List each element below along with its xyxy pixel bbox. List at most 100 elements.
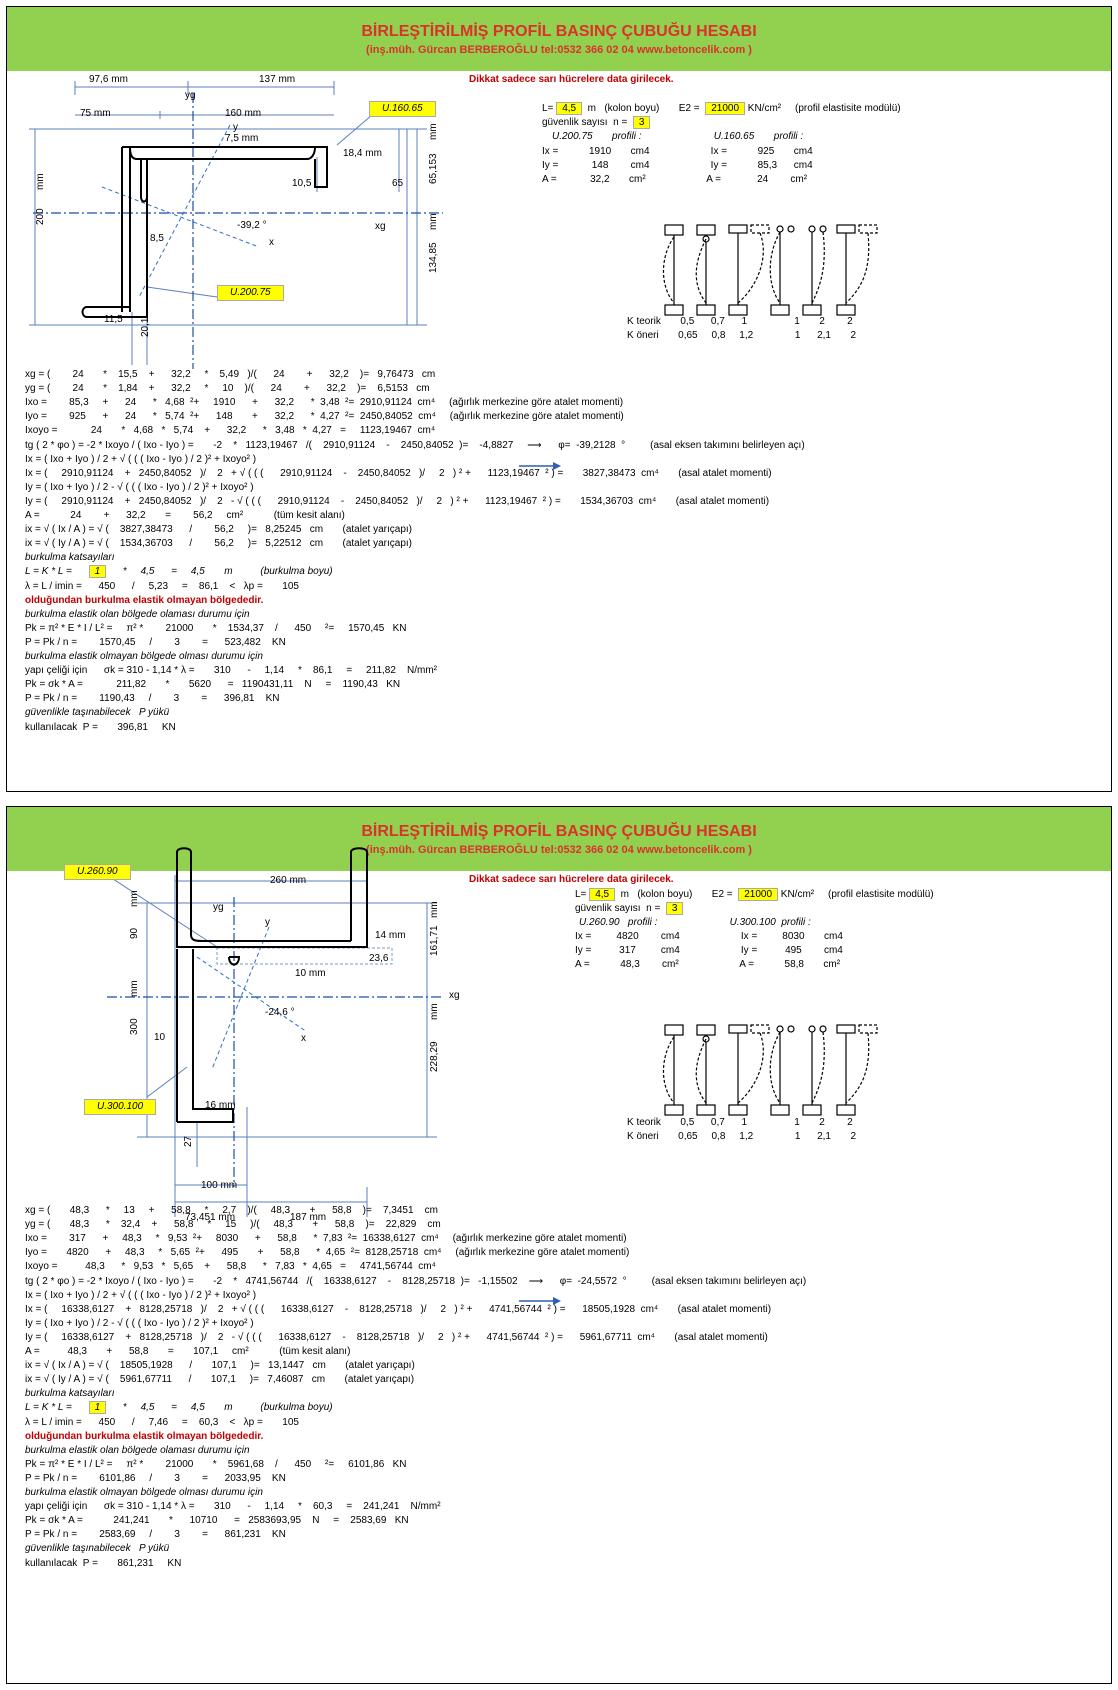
calc-line: Iyo = 925 + 24 * 5,74 ²+ 148 + 32,2 * 4,… (25, 411, 624, 423)
profile-tag: U.300.100 (84, 1099, 157, 1115)
calc-line: Ixoyo = 48,3 * 9,53 * 5,65 + 58,8 * 7,83… (25, 1261, 436, 1273)
calc-line: Pk = σk * A = 241,241 * 10710 = 2583693,… (25, 1515, 409, 1527)
calc-line: Ixo = 85,3 + 24 * 4,68 ²+ 1910 + 32,2 * … (25, 397, 624, 409)
dimension-label: 137 mm (259, 74, 296, 85)
dimension-label: 14 mm (375, 930, 406, 941)
calc-line: ix = √ ( Iy / A ) = √ ( 5961,67711 / 107… (25, 1374, 415, 1386)
dimension-label: 75 mm (80, 108, 111, 119)
calc-line: P = Pk / n = 6101,86 / 3 = 2033,95 KN (25, 1472, 286, 1484)
input-cell[interactable]: 3 (665, 902, 684, 915)
calc-line: kullanılacak P = 396,81 KN (25, 721, 176, 733)
input-cell[interactable]: 4,5 (556, 102, 583, 115)
dimension-label: y (265, 917, 270, 928)
input-cell[interactable]: 3 (632, 116, 651, 129)
calc-line: yapı çeliği için σk = 310 - 1,14 * λ = 3… (25, 1501, 441, 1513)
dimension-label: -24,6 ° (265, 1007, 295, 1018)
dimension-label: xg (375, 221, 386, 232)
dimension-label: 7,5 mm (225, 133, 259, 144)
calc-line: L = K * L = 1 * 4,5 = 4,5 m (burkulma bo… (25, 565, 333, 579)
vertical-dimension-label: 65,153 (428, 153, 439, 184)
calc-line: A = 24 + 32,2 = 56,2 cm² (tüm kesit alan… (25, 510, 345, 521)
calc-line: xg = ( 24 * 15,5 + 32,2 * 5,49 )/( 24 + … (25, 369, 436, 380)
input-cell[interactable]: 1 (88, 1401, 107, 1415)
vertical-dimension-label: 228,29 (429, 1041, 440, 1072)
input-parameter-line: güvenlik sayısı n = 3 (542, 116, 651, 129)
calc-line: λ = L / imin = 450 / 7,46 = 60,3 < λp = … (25, 1416, 299, 1428)
input-parameter-line: A = 48,3 cm² A = 58,8 cm² (575, 959, 841, 970)
sheet-header: BİRLEŞTİRİLMİŞ PROFİL BASINÇ ÇUBUĞU HESA… (7, 7, 1111, 71)
dimension-label: 23,6 (369, 953, 389, 964)
dimension-label: 260 mm (270, 875, 307, 886)
calc-line: olduğundan burkulma elastik olmayan bölg… (25, 1430, 264, 1442)
section-drawing-2 (106, 847, 878, 1305)
vertical-dimension-label: 27 (183, 1135, 194, 1147)
calc-line: burkulma elastik olan bölgede olaması du… (25, 608, 250, 620)
input-parameter-line: U.260.90 profili : U.300.100 profili : (579, 917, 811, 928)
input-cell[interactable]: 4,5 (589, 888, 616, 901)
dimension-label: 11,5 (104, 314, 123, 325)
dimension-label: 100 mm (201, 1180, 238, 1191)
calc-line: yapı çeliği için σk = 310 - 1,14 * λ = 3… (25, 665, 438, 677)
calc-line: yg = ( 24 * 1,84 + 32,2 * 10 )/( 24 + 32… (25, 383, 430, 395)
dimension-label: x (301, 1033, 306, 1044)
calc-line: λ = L / imin = 450 / 5,23 = 86,1 < λp = … (25, 580, 299, 592)
dimension-label: 10 mm (295, 968, 326, 979)
notice-text: Dikkat sadece sarı hücrelere data girile… (469, 874, 674, 885)
calc-line: Ix = ( Ixo + Iyo ) / 2 + √ ( ( ( Ixo - I… (25, 1289, 257, 1301)
calc-line: Iy = ( 16338,6127 + 8128,25718 )/ 2 - √ … (25, 1331, 768, 1343)
sheet-subtitle: (inş.müh. Gürcan BERBEROĞLU tel:0532 366… (366, 44, 752, 56)
calc-line: Ixo = 317 + 48,3 * 9,53 ²+ 8030 + 58,8 *… (25, 1233, 627, 1245)
vertical-dimension-label: 134,85 (428, 242, 439, 273)
input-cell[interactable]: 21000 (738, 888, 779, 901)
calc-line: A = 48,3 + 58,8 = 107,1 cm² (tüm kesit a… (25, 1346, 351, 1357)
calc-line: P = Pk / n = 1190,43 / 3 = 396,81 KN (25, 693, 280, 705)
dimension-label: x (269, 237, 274, 248)
input-parameter-line: U.200.75 profili : U.160.65 profili : (552, 131, 804, 142)
dimension-label: 160 mm (225, 108, 262, 119)
input-parameter-line: K teorik 0,5 0,7 1 1 2 2 (627, 316, 853, 327)
calc-line: P = Pk / n = 2583,69 / 3 = 861,231 KN (25, 1529, 286, 1541)
calc-line: P = Pk / n = 1570,45 / 3 = 523,482 KN (25, 636, 286, 648)
calc-line: güvenlikle taşınabilecek P yükü (25, 707, 170, 719)
input-parameter-line: L= 4,5 m (kolon boyu) E2 = 21000 KN/cm² … (542, 102, 901, 115)
calc-line: Ixoyo = 24 * 4,68 * 5,74 + 32,2 * 3,48 *… (25, 425, 436, 437)
sheet-subtitle: (inş.müh. Gürcan BERBEROĞLU tel:0532 366… (366, 844, 752, 856)
vertical-dimension-label: 161,71 (429, 925, 440, 956)
vertical-dimension-label: mm (129, 980, 140, 997)
input-parameter-line: L= 4,5 m (kolon boyu) E2 = 21000 KN/cm² … (575, 888, 934, 901)
vertical-dimension-label: mm (428, 213, 439, 230)
calc-line: Pk = π² * E * I / L² = π² * 21000 * 5961… (25, 1458, 407, 1470)
input-parameter-line: A = 32,2 cm² A = 24 cm² (542, 174, 808, 185)
calc-line: burkulma katsayıları (25, 552, 115, 564)
calc-line: yg = ( 48,3 * 32,4 + 58,8 * 15 )/( 48,3 … (25, 1219, 441, 1231)
calc-line: ix = √ ( Ix / A ) = √ ( 3827,38473 / 56,… (25, 524, 412, 536)
calc-line: burkulma elastik olmayan bölgede olması … (25, 651, 263, 662)
dimension-label: 97,6 mm (89, 74, 128, 85)
input-cell[interactable]: 21000 (705, 102, 746, 115)
notice-text: Dikkat sadece sarı hücrelere data girile… (469, 74, 674, 85)
calc-line: ix = √ ( Iy / A ) = √ ( 1534,36703 / 56,… (25, 538, 412, 550)
calc-line: Pk = σk * A = 211,82 * 5620 = 1190431,11… (25, 679, 401, 691)
dimension-label: 10 (154, 1032, 166, 1043)
dimension-label: 18,4 mm (343, 148, 382, 159)
vertical-dimension-label: 90 (129, 927, 140, 939)
vertical-dimension-label: mm (129, 890, 140, 907)
calc-line: güvenlikle taşınabilecek P yükü (25, 1543, 170, 1555)
calc-line: Ix = ( 16338,6127 + 8128,25718 )/ 2 + √ … (25, 1303, 772, 1315)
profile-tag: U.200.75 (217, 285, 284, 301)
calculation-sheet-1: BİRLEŞTİRİLMİŞ PROFİL BASINÇ ÇUBUĞU HESA… (6, 6, 1112, 792)
calc-line: kullanılacak P = 861,231 KN (25, 1557, 182, 1569)
dimension-label: -39,2 ° (237, 220, 267, 231)
dimension-label: 65 (392, 178, 404, 189)
calc-line: tg ( 2 * φo ) = -2 * Ixoyo / ( Ixo - Iyo… (25, 439, 805, 451)
section-drawing-1 (29, 81, 878, 470)
calc-line: tg ( 2 * φo ) = -2 * Ixoyo / ( Ixo - Iyo… (25, 1275, 807, 1287)
calc-line: Ix = ( 2910,91124 + 2450,84052 )/ 2 + √ … (25, 467, 772, 479)
dimension-label: yg (213, 902, 224, 913)
dimension-label: 8,5 (150, 233, 164, 244)
calc-line: Pk = π² * E * I / L² = π² * 21000 * 1534… (25, 622, 407, 634)
calc-line: Iy = ( 2910,91124 + 2450,84052 )/ 2 - √ … (25, 495, 770, 507)
calculation-sheet-2: BİRLEŞTİRİLMİŞ PROFİL BASINÇ ÇUBUĞU HESA… (6, 806, 1112, 1684)
input-cell[interactable]: 1 (88, 565, 107, 579)
calc-line: olduğundan burkulma elastik olmayan bölg… (25, 594, 264, 606)
